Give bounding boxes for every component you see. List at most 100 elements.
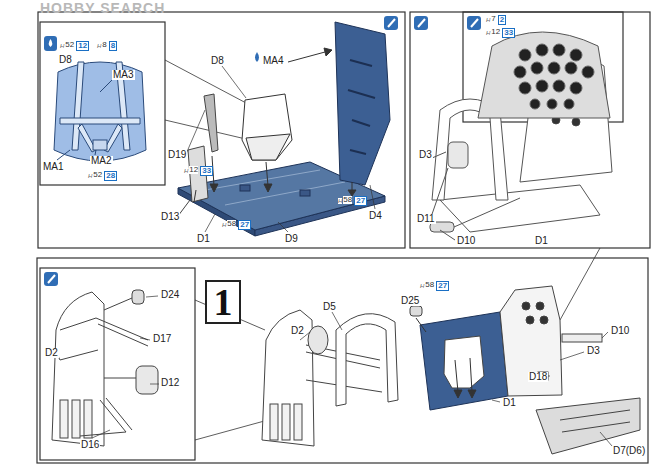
assembly-arrow <box>470 358 472 392</box>
paint-code-prefix: H <box>60 43 64 49</box>
leader-line <box>92 296 159 438</box>
watermark: HOBBY SEARCH <box>40 1 165 15</box>
panel-frame <box>463 12 623 122</box>
paint-code: 52 <box>93 171 102 179</box>
paint-code: 58 <box>227 220 236 228</box>
paint-code-boxed: 12 <box>76 41 89 51</box>
paint-icon <box>255 52 259 62</box>
instrument-panel-detail <box>478 32 610 118</box>
bulkhead-detail <box>136 366 158 394</box>
paint-icon <box>384 16 398 30</box>
instrument-panel-detail <box>531 62 543 74</box>
instrument-panel-detail <box>565 62 577 74</box>
part-label: D1 <box>196 234 211 244</box>
part-label: D12 <box>160 378 180 388</box>
leader-line <box>300 312 612 446</box>
paint-code: 7 <box>491 15 495 23</box>
paint-code: 12 <box>491 28 500 36</box>
bulkhead-detail <box>98 324 148 346</box>
paint-icon <box>471 19 478 27</box>
assembly-arrow <box>194 190 196 202</box>
panel-frame <box>37 12 650 463</box>
assembly-arrow <box>324 48 332 56</box>
part-label: D8 <box>58 55 73 65</box>
part-label: MA2 <box>90 156 113 166</box>
assembly-arrow <box>288 52 325 62</box>
cockpit-assembly <box>526 316 534 324</box>
bulkhead-detail <box>84 400 92 438</box>
instrument-panel-detail <box>547 99 557 109</box>
instrument-panel-detail <box>553 80 565 92</box>
part-label: D3 <box>418 150 433 160</box>
cockpit-assembly <box>270 404 278 440</box>
part-label: D16 <box>80 440 100 450</box>
paint-code-boxed: 27 <box>436 281 449 291</box>
leader-line <box>92 430 110 438</box>
leader-line <box>140 338 150 340</box>
part-label: D11 <box>416 214 436 224</box>
paint-code: 12 <box>189 166 198 174</box>
cockpit-frame <box>440 185 600 232</box>
harness-detail <box>57 150 70 160</box>
panel-frame <box>410 12 650 248</box>
paint-code-prefix: H <box>222 222 226 228</box>
assembly-arrow <box>416 318 426 332</box>
paint-code-prefix: H <box>486 30 490 36</box>
part-label: D13 <box>160 212 180 222</box>
assembly-arrow <box>210 184 218 192</box>
bulkhead-detail <box>60 400 68 438</box>
leader-line <box>186 66 375 232</box>
assembly-arrow <box>455 360 458 392</box>
part-label: D8 <box>210 56 225 66</box>
cockpit-assembly <box>308 326 328 354</box>
cockpit-assembly <box>262 286 640 454</box>
leader-line <box>146 296 158 297</box>
paint-code-boxed: 8 <box>109 41 117 51</box>
part-label: D1 <box>534 236 549 246</box>
harness-detail <box>72 62 84 150</box>
part-label: D2 <box>44 348 59 358</box>
panel-frame <box>37 258 648 463</box>
leader-line <box>492 400 500 402</box>
paint-code-prefix: H <box>88 173 92 179</box>
side-panel <box>348 60 375 154</box>
part-label: D7(D6) <box>612 446 646 456</box>
harness-detail <box>100 80 112 92</box>
paint-icon <box>44 16 481 286</box>
leader-line <box>560 352 584 360</box>
assembly-arrow <box>266 162 268 186</box>
cockpit-assembly <box>444 336 484 388</box>
part-label: D9 <box>284 234 299 244</box>
part-label: D17 <box>152 334 172 344</box>
cockpit-frame <box>448 142 468 168</box>
panel-frame <box>40 22 165 185</box>
part-label: MA4 <box>262 56 285 66</box>
cockpit-assembly <box>282 404 290 440</box>
side-panel <box>335 22 390 185</box>
paint-code-prefix: H <box>420 283 424 289</box>
assembly-arrow <box>194 48 356 202</box>
leader-line <box>332 312 342 330</box>
part-label: D2 <box>290 326 305 336</box>
panel-frame <box>38 12 405 248</box>
instrument-panel-detail <box>553 44 565 56</box>
floor-plate <box>300 190 310 196</box>
part-label: MA3 <box>112 70 135 80</box>
leader-line <box>600 432 612 446</box>
step-number-box: 1 <box>205 280 241 324</box>
leader-line <box>186 110 205 154</box>
callout-line <box>195 420 268 440</box>
cockpit-assembly <box>336 314 398 406</box>
part-label: D19 <box>167 150 187 160</box>
floor-plate <box>240 185 250 191</box>
harness-detail <box>54 62 146 161</box>
floor-plate <box>205 170 320 190</box>
harness-detail <box>54 62 146 161</box>
leader-line <box>205 214 215 232</box>
paint-code-boxed: 27 <box>238 220 251 230</box>
paint-code-boxed: 28 <box>104 171 117 181</box>
assembly-arrow <box>454 390 462 398</box>
bulkhead-detail <box>60 318 96 330</box>
instrument-dials <box>572 118 580 126</box>
part-label: D24 <box>160 290 180 300</box>
